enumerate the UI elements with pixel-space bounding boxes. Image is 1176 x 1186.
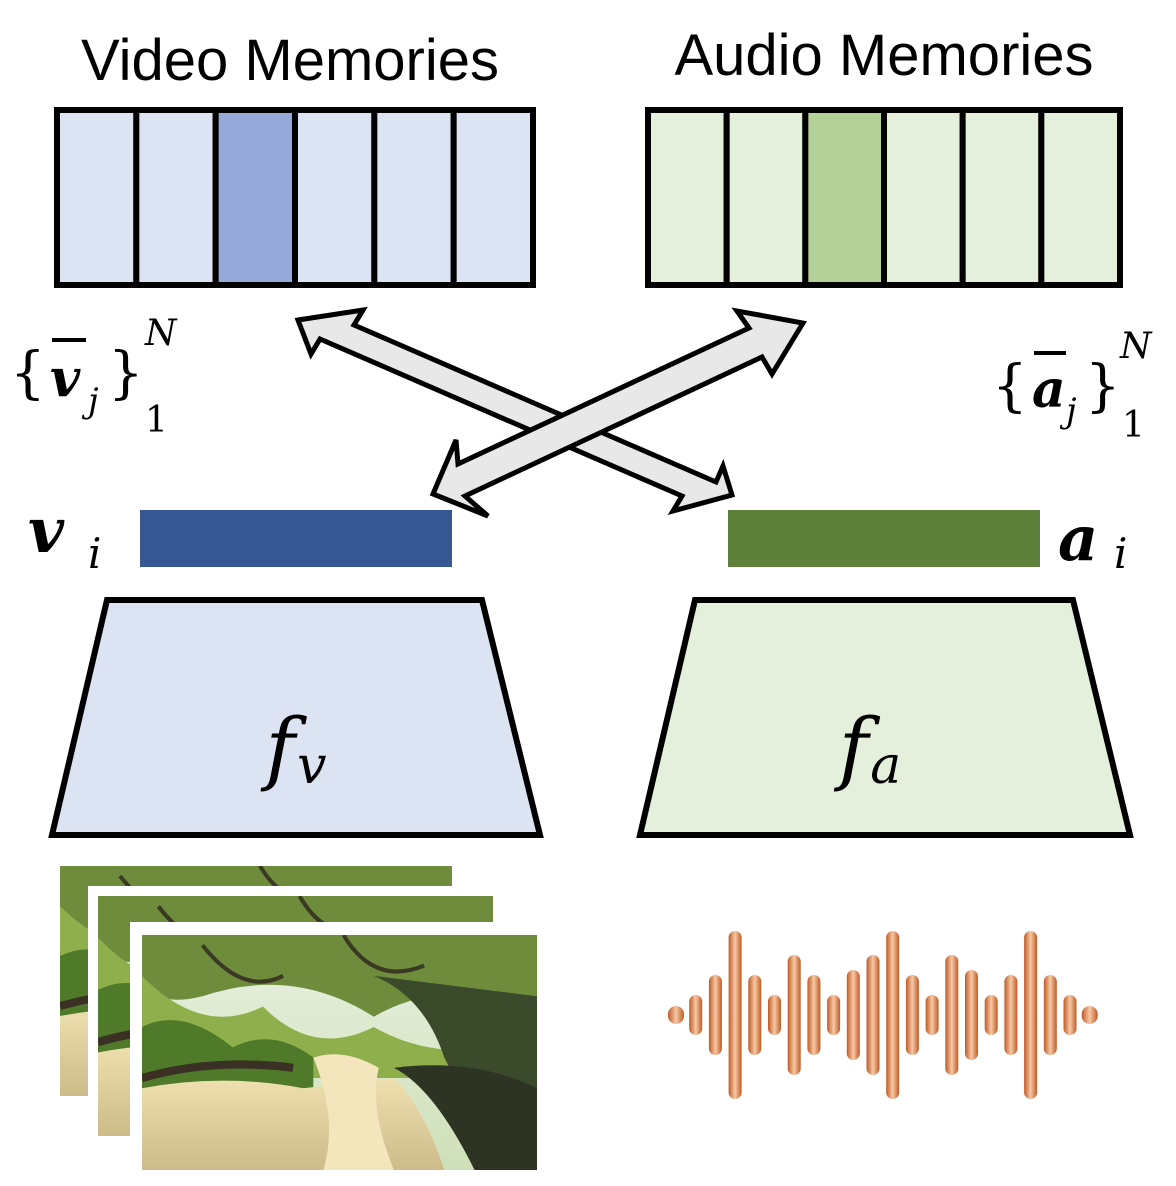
waveform-bar (866, 955, 880, 1075)
video-encoder-subscript: v (297, 736, 326, 796)
arrow-audio-memory-to-video-feature (429, 307, 808, 519)
waveform-bar (1081, 1006, 1098, 1024)
waveform-bar (1063, 995, 1077, 1035)
svg-text:}: } (108, 341, 144, 406)
video-memory-bank (54, 107, 536, 288)
video-feature-symbol: v (28, 494, 65, 567)
audio-feature-bar (728, 510, 1040, 567)
waveform-bar (708, 975, 722, 1055)
audio-memory-slot-4 (881, 107, 966, 288)
audio-memory-slot-5 (959, 107, 1045, 288)
video-feature-label: v i (28, 494, 101, 578)
audio-set-symbol: a (1032, 359, 1066, 420)
video-memory-slot-4 (292, 107, 378, 288)
svg-text:{: { (992, 354, 1028, 419)
waveform-bar (846, 970, 860, 1060)
audio-memory-slot-1 (645, 107, 730, 288)
video-memory-set-label: { v j } N 1 (10, 313, 178, 441)
video-memory-slot-5 (371, 107, 457, 288)
arrow-video-memory-to-audio-feature (294, 306, 736, 516)
waveform-bar (768, 995, 781, 1035)
waveform-bar (945, 955, 959, 1075)
cross-arrows (294, 306, 808, 519)
waveform-bar (1043, 975, 1057, 1055)
audio-memory-slot-3 (802, 107, 887, 288)
waveform-bar (807, 975, 821, 1055)
video-memory-slot-1 (54, 107, 140, 288)
audio-memories-title: Audio Memories (674, 23, 1093, 88)
waveform-bar (668, 1006, 684, 1024)
video-set-subscript: j (81, 381, 99, 421)
svg-text:}: } (1085, 354, 1121, 419)
video-feature-subscript: i (88, 529, 101, 578)
video-frames-stack (55, 862, 540, 1172)
audio-set-upper: N (1119, 326, 1153, 367)
audio-feature-subscript: i (1114, 529, 1127, 578)
audio-encoder (636, 597, 1134, 838)
audio-memory-slot-6 (1038, 107, 1124, 288)
audio-feature-label: a i (1058, 502, 1127, 578)
video-memory-slot-2 (133, 107, 219, 288)
waveform-bar (886, 931, 900, 1099)
waveform-bar (1004, 975, 1018, 1055)
waveform-bar (905, 975, 919, 1055)
waveform-bar (1024, 931, 1038, 1099)
waveform-bar (925, 995, 939, 1035)
audio-memory-slot-2 (723, 107, 809, 288)
waveform-bar (965, 970, 978, 1060)
audio-memory-bank (645, 107, 1124, 288)
video-set-upper: N (144, 313, 178, 354)
waveform-bar (787, 955, 801, 1075)
video-memory-slot-6 (450, 107, 536, 288)
video-memories-title: Video Memories (81, 28, 499, 93)
video-memory-slot-3 (212, 107, 299, 288)
waveform-bar (728, 931, 742, 1099)
audio-encoder-subscript: a (870, 736, 901, 796)
audio-feature-symbol: a (1058, 502, 1098, 575)
audio-set-lower: 1 (1122, 405, 1145, 446)
video-set-symbol: v (50, 348, 81, 409)
video-frame-front (130, 922, 540, 1172)
waveform-bar (748, 975, 762, 1055)
audio-memory-set-label: { a j } N 1 (992, 326, 1153, 446)
svg-text:{: { (10, 341, 46, 406)
video-set-lower: 1 (145, 400, 168, 441)
audio-waveform (668, 931, 1098, 1099)
video-feature-bar (140, 510, 452, 567)
waveform-bar (984, 995, 998, 1035)
waveform-bar (827, 995, 841, 1035)
video-encoder (48, 597, 544, 838)
waveform-bar (689, 995, 703, 1035)
